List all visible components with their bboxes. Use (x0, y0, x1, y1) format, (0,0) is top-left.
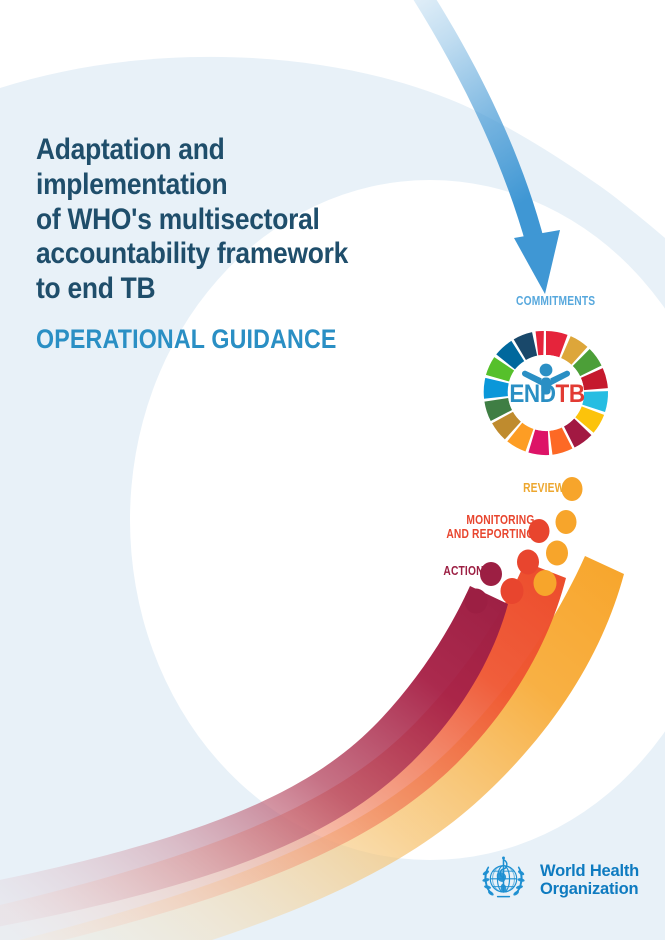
band-actions (0, 586, 508, 927)
dot-trail-review (533, 477, 583, 596)
who-emblem-icon (482, 856, 525, 898)
stage-label-monitoring: MONITORING AND REPORTING (445, 513, 534, 541)
who-wordmark: World Health Organization (540, 861, 640, 898)
stage-dots (464, 477, 583, 614)
who-logo: World Health Organization (476, 853, 639, 908)
dot-trail-actions (464, 562, 502, 614)
title-block: Adaptation and implementation of WHO's m… (36, 133, 456, 355)
person-icon (521, 363, 571, 395)
end-tb-tb-word: TB (555, 380, 586, 408)
white-top-wedge (280, 0, 665, 232)
down-arrow-icon (413, 0, 560, 294)
sdg-wheel-icon (483, 330, 608, 456)
band-review (18, 556, 624, 940)
stage-label-actions: ACTIONS (443, 564, 491, 578)
dot-trail-monitoring (500, 519, 550, 604)
end-tb-logo (483, 330, 608, 456)
page-title: Adaptation and implementation of WHO's m… (36, 133, 349, 306)
end-tb-wordmark: ENDTB (507, 380, 588, 409)
stage-label-commitments: COMMITMENTS (516, 294, 596, 308)
document-subtitle: OPERATIONAL GUIDANCE (36, 323, 337, 354)
stage-label-review: REVIEW (523, 481, 565, 495)
end-tb-end-word: END (509, 380, 556, 408)
